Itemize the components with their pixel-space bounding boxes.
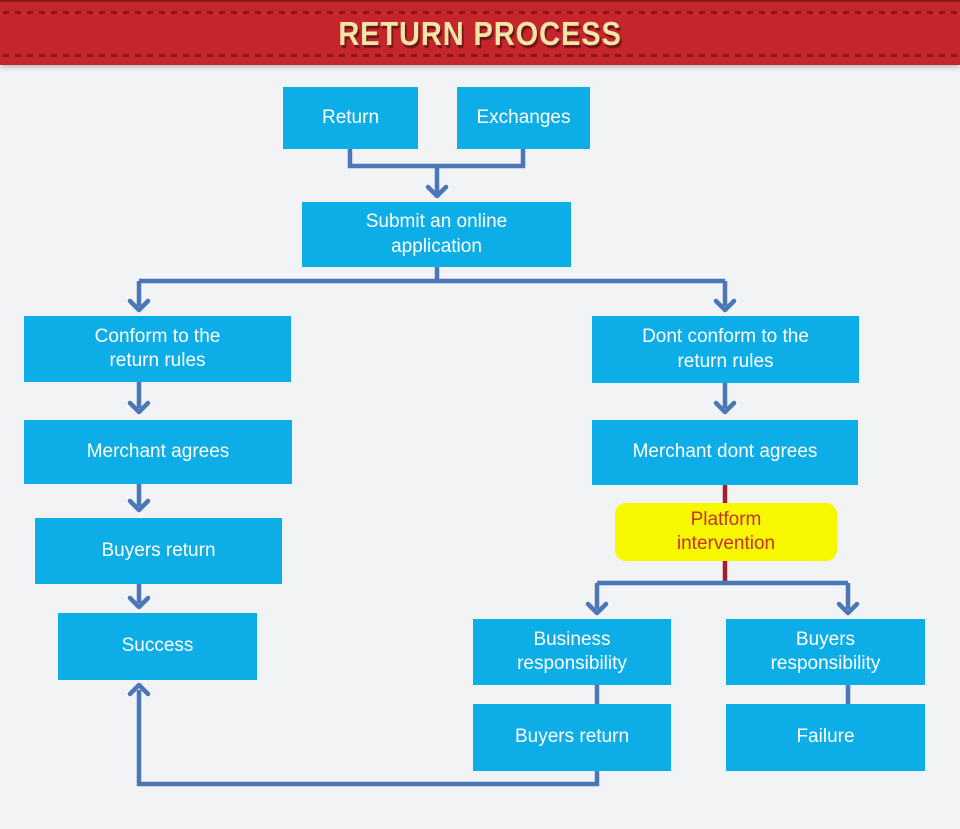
node-buyers-return-left: Buyers return [35, 518, 282, 584]
banner-dashed-line-top [3, 11, 957, 14]
node-buyers-responsibility: Buyers responsibility [726, 619, 925, 685]
node-merchant-agrees: Merchant agrees [24, 420, 292, 484]
node-exchanges: Exchanges [457, 87, 590, 149]
node-success: Success [58, 613, 257, 680]
arrowhead-into-buyers-resp [836, 601, 860, 616]
arrowhead-into-buyers-return-left [127, 498, 151, 513]
arrowhead-into-conform [127, 298, 151, 313]
arrowhead-into-success-top [127, 595, 151, 610]
banner-dashed-line-bottom [3, 54, 957, 57]
arrowhead-into-success-bottom [127, 682, 151, 697]
node-conform-rules: Conform to the return rules [24, 316, 291, 382]
arrowhead-into-dont-conform [713, 298, 737, 313]
node-dont-conform-rules: Dont conform to the return rules [592, 316, 859, 383]
header-banner: RETURN PROCESS [0, 0, 960, 65]
arrowhead-into-submit [425, 184, 449, 199]
node-return: Return [283, 87, 418, 149]
connector-merge-top [347, 148, 526, 194]
page-title: RETURN PROCESS [338, 14, 622, 52]
node-failure: Failure [726, 704, 925, 771]
node-merchant-dont-agrees: Merchant dont agrees [592, 420, 858, 485]
node-submit-application: Submit an online application [302, 202, 571, 267]
node-business-responsibility: Business responsibility [473, 619, 671, 685]
connector-branch-platform [594, 580, 851, 609]
arrowhead-into-merchant-agrees [127, 400, 151, 415]
node-buyers-return-mid: Buyers return [473, 704, 671, 771]
connector-branch-submit [136, 267, 728, 306]
arrowhead-into-business-resp [585, 601, 609, 616]
arrowhead-into-merchant-dont [713, 400, 737, 415]
node-platform-intervention: Platform intervention [615, 503, 837, 561]
